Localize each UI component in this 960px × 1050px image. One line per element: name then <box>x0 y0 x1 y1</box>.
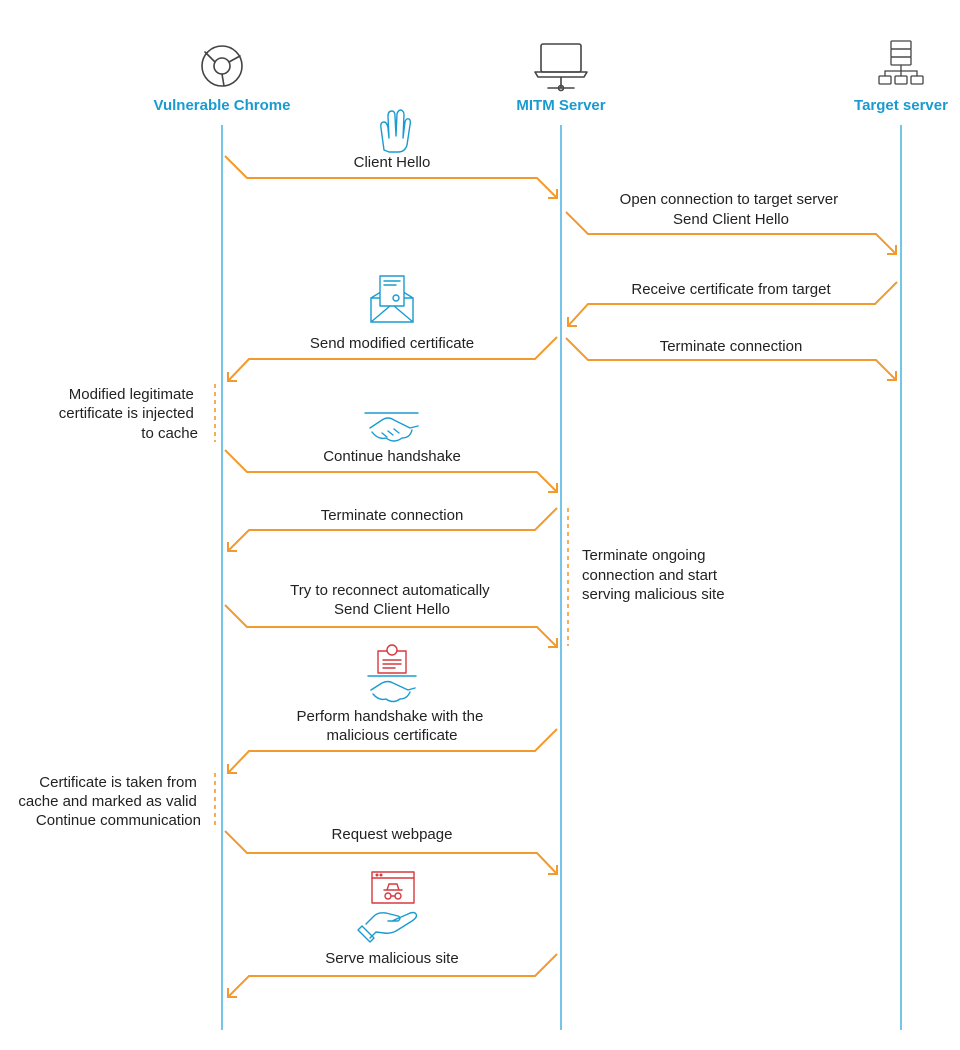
malicious-site-hand-icon <box>357 871 418 943</box>
waving-hand-icon <box>380 109 412 153</box>
message-arrow-client-hello <box>224 155 558 199</box>
handshake-icon <box>364 412 419 442</box>
message-label-reconnect: Try to reconnect automatically Send Clie… <box>290 582 494 618</box>
message-label-send-modified-certificate: Send modified certificate <box>310 335 474 352</box>
message-label-request-webpage: Request webpage <box>332 826 453 843</box>
message-label-malicious-handshake: Perform handshake with the malicious cer… <box>297 708 488 744</box>
actor-label-chrome: Vulnerable Chrome <box>154 97 291 114</box>
chrome-browser-icon <box>201 45 243 87</box>
message-arrow-terminate-target <box>565 337 897 381</box>
message-arrow-send-modified-certificate <box>227 336 558 382</box>
certificate-envelope-icon <box>370 275 414 323</box>
message-label-open-connection: Open connection to target server Send Cl… <box>620 191 843 228</box>
message-label-continue-handshake: Continue handshake <box>323 448 461 465</box>
message-arrow-receive-certificate <box>567 281 898 327</box>
laptop-network-icon <box>534 43 588 92</box>
actor-label-target: Target server <box>854 97 948 114</box>
message-label-terminate-target: Terminate connection <box>660 338 803 355</box>
note-text-cache-inject: Modified legitimate certificate is injec… <box>59 386 198 442</box>
note-text-cache-valid: Certificate is taken from cache and mark… <box>18 774 201 829</box>
message-arrow-terminate-chrome <box>227 507 558 552</box>
note-text-terminate-serve: Terminate ongoing connection and start s… <box>582 547 725 603</box>
actor-label-mitm: MITM Server <box>516 97 605 114</box>
message-label-serve-malicious-site: Serve malicious site <box>325 950 458 967</box>
message-label-client-hello: Client Hello <box>354 154 431 171</box>
message-arrow-malicious-handshake <box>227 728 558 774</box>
message-arrow-serve-malicious-site <box>227 953 558 998</box>
server-network-icon <box>878 40 924 85</box>
message-arrow-request-webpage <box>224 830 558 875</box>
message-label-terminate-chrome: Terminate connection <box>321 507 464 524</box>
message-arrow-reconnect <box>224 604 558 648</box>
malicious-certificate-handshake-icon <box>367 644 417 703</box>
message-arrow-open-connection <box>565 211 897 255</box>
message-arrow-continue-handshake <box>224 449 558 493</box>
message-label-receive-certificate: Receive certificate from target <box>631 281 831 298</box>
